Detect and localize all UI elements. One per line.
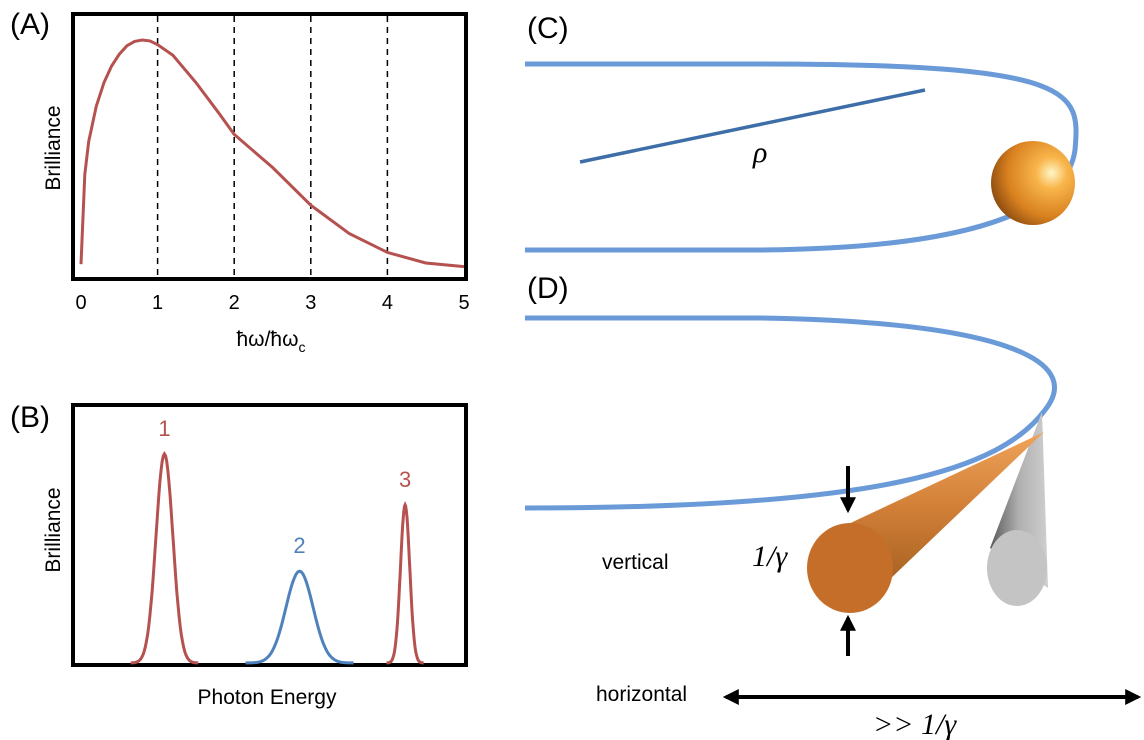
divergence-label: 1/γ — [752, 540, 788, 573]
panel-d: (D) vertical 1/γ horizontal >> 1/γ — [524, 272, 1142, 740]
vertical-label: vertical — [602, 551, 669, 574]
panel-b-frame — [71, 403, 468, 667]
panel-a-frame — [71, 12, 468, 281]
peak-2-curve — [245, 569, 354, 665]
panel-b-ylabel: Brilliance — [42, 487, 65, 572]
panel-a-spectrum-curve — [79, 38, 465, 269]
panel-b-xlabel: Photon Energy — [198, 686, 337, 709]
peak-1-label: 1 — [158, 416, 170, 441]
panel-b: (B) Brilliance 1 2 3 Photon Energy — [10, 401, 468, 709]
panel-a-ylabel: Brilliance — [42, 105, 65, 190]
panel-c-letter: (C) — [527, 12, 569, 45]
peak-1-curve — [130, 451, 199, 665]
xtick-label-5: 5 — [458, 292, 469, 314]
xtick-label-0: 0 — [75, 292, 86, 314]
panel-b-letter: (B) — [10, 401, 50, 434]
panel-b-peaks: 1 2 3 — [130, 416, 424, 665]
horizontal-divergence-label: >> 1/γ — [873, 708, 957, 740]
xtick-label-4: 4 — [382, 292, 393, 314]
gray-radiation-cone — [987, 412, 1048, 606]
bending-radius-label: ρ — [752, 136, 767, 169]
panel-d-letter: (D) — [527, 272, 569, 305]
panel-a-xlabel-sub: c — [299, 339, 306, 355]
xtick-label-3: 3 — [305, 292, 316, 314]
bending-radius-line — [579, 88, 926, 164]
electron-sphere — [991, 141, 1075, 225]
panel-a-xlabel: ħω/ħωc — [237, 328, 306, 355]
xtick-label-1: 1 — [152, 292, 163, 314]
xtick-label-2: 2 — [229, 292, 240, 314]
panel-c: (C) ρ — [525, 12, 1079, 253]
peak-3-curve — [386, 501, 424, 665]
peak-2-label: 2 — [293, 533, 305, 558]
orange-radiation-cone — [807, 432, 1044, 613]
panel-a-xlabel-main: ħω/ħω — [237, 328, 299, 351]
horizontal-label: horizontal — [596, 683, 687, 706]
panel-a: (A) Brilliance 0 1 2 3 4 5 ħω/ħωc — [10, 8, 470, 355]
electron-orbit-top — [525, 61, 1079, 253]
peak-3-label: 3 — [399, 467, 411, 492]
panel-a-xticks: 0 1 2 3 4 5 — [75, 292, 469, 314]
panel-a-letter: (A) — [10, 8, 50, 41]
panel-a-dashed-lines — [156, 16, 389, 277]
